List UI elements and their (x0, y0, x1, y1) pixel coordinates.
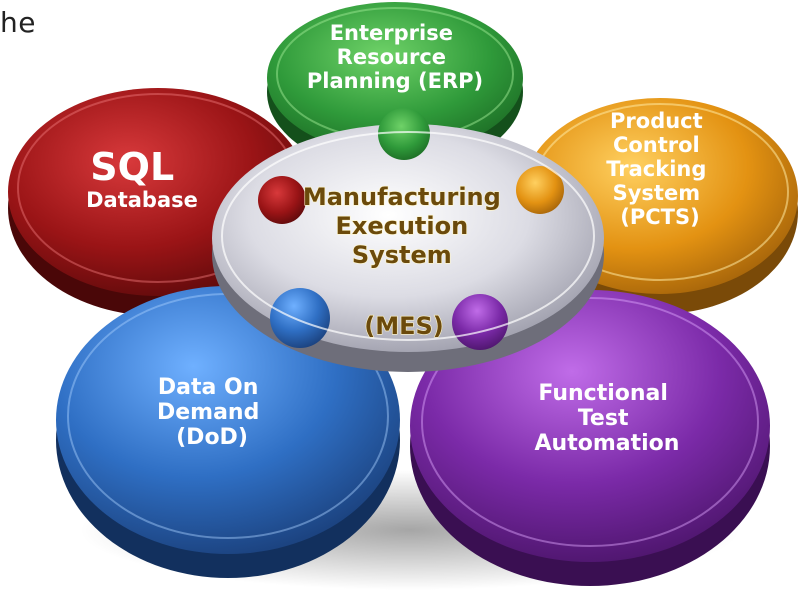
dod-label: Data On Demand (DoD) (157, 375, 267, 450)
mes-label: Manufacturing Execution System (MES) (303, 183, 509, 340)
fta-label: Functional Test Automation (535, 381, 680, 456)
cut-off-text: he (0, 6, 36, 39)
sql-label: SQL Database (86, 145, 198, 212)
erp-label: Enterprise Resource Planning (ERP) (307, 21, 483, 93)
pcts-label: Product Control Tracking System (PCTS) (606, 109, 713, 229)
mes-hub (212, 108, 604, 372)
